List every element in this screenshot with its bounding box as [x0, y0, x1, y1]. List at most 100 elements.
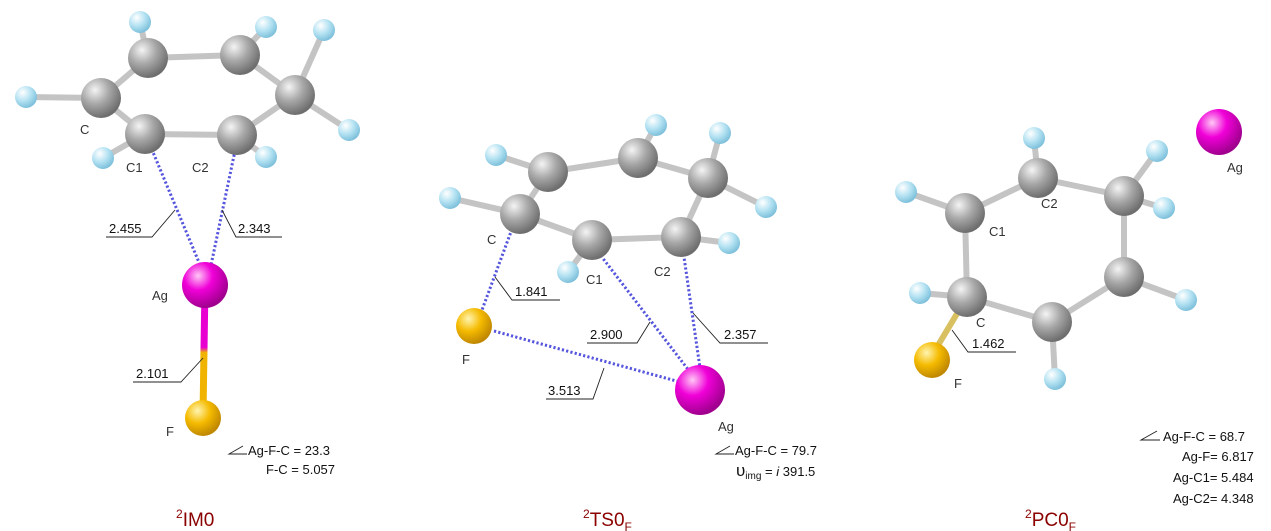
atom-labels: C1 C2 C F Ag	[954, 160, 1243, 391]
carbon-atom	[500, 194, 540, 234]
carbon-atom	[661, 217, 701, 257]
label-c: C	[487, 232, 496, 247]
atom-labels: C C1 C2 Ag F	[80, 122, 209, 439]
hydrogen-atom	[255, 16, 277, 38]
carbon-atom	[947, 277, 987, 317]
label-c2: C2	[192, 160, 209, 175]
distance-labels: 1.841 2.900 2.357 3.513	[494, 276, 768, 400]
hydrogen-atom	[1146, 140, 1168, 162]
distance-labels: 2.455 2.343 2.101	[106, 209, 282, 383]
hydrogen-atom	[15, 86, 37, 108]
silver-atom	[182, 262, 228, 308]
info-block: Ag-F-C = 68.7 Ag-F= 6.817 Ag-C1= 5.484 A…	[1139, 429, 1254, 506]
carbon-atom	[688, 158, 728, 198]
angle-icon	[227, 445, 247, 455]
label-c1: C1	[126, 160, 143, 175]
distance-ag-f: 2.101	[136, 366, 169, 381]
structure-title: 2PC0F	[1025, 507, 1076, 531]
distance-ag-c1: 2.455	[109, 221, 142, 236]
carbon-atom	[275, 75, 315, 115]
carbon-atom	[945, 193, 985, 233]
info-f-c: F-C = 5.057	[266, 462, 335, 477]
carbon-atom	[572, 220, 612, 260]
carbon-atom	[618, 138, 658, 178]
structure-title: 2TS0F	[583, 507, 632, 531]
carbon-atom	[1032, 302, 1072, 342]
structure-im0: C C1 C2 Ag F 2.455 2.343 2.101 Ag-F-C = …	[15, 11, 360, 531]
label-f: F	[954, 376, 962, 391]
distance-ag-c2: 2.357	[724, 327, 757, 342]
atoms	[439, 114, 777, 415]
carbon-atom	[1018, 158, 1058, 198]
hydrogen-atom	[645, 114, 667, 136]
structure-pc0: C1 C2 C F Ag 1.462 Ag-F-C = 68.7 Ag-F= 6…	[895, 109, 1254, 531]
structure-title: 2IM0	[176, 507, 214, 531]
label-c1: C1	[586, 272, 603, 287]
carbon-atom	[81, 78, 121, 118]
silver-atom	[1196, 109, 1242, 155]
interaction-lines	[480, 228, 702, 384]
hydrogen-atom	[557, 261, 579, 283]
distance-c-f: 1.841	[515, 284, 548, 299]
distance-c-f: 1.462	[972, 336, 1005, 351]
distance-ag-c1: 2.900	[590, 327, 623, 342]
interaction-lines	[148, 144, 238, 273]
info-ag-f: Ag-F= 6.817	[1182, 449, 1254, 464]
angle-icon	[1139, 430, 1160, 441]
info-ag-c2: Ag-C2= 4.348	[1173, 491, 1254, 506]
carbon-atom	[217, 115, 257, 155]
label-f: F	[166, 424, 174, 439]
angle-icon	[714, 445, 734, 455]
label-f: F	[462, 352, 470, 367]
fluorine-atom	[456, 308, 492, 344]
imaginary-frequency: υimg = i 391.5	[736, 461, 815, 482]
hydrogen-atom	[485, 144, 507, 166]
hydrogen-atom	[255, 146, 277, 168]
hydrogen-atom	[909, 282, 931, 304]
info-angle: Ag-F-C = 68.7	[1163, 429, 1245, 444]
hydrogen-atom	[1175, 289, 1197, 311]
hydrogen-atom	[718, 232, 740, 254]
atoms	[895, 109, 1242, 390]
fluorine-atom	[185, 400, 221, 436]
info-block: Ag-F-C = 79.7 υimg = i 391.5	[714, 443, 817, 482]
label-ag: Ag	[152, 288, 168, 303]
atoms	[15, 11, 360, 436]
label-ag: Ag	[1227, 160, 1243, 175]
info-angle: Ag-F-C = 23.3	[248, 443, 330, 458]
hydrogen-atom	[1023, 127, 1045, 149]
carbon-atom	[528, 152, 568, 192]
label-c: C	[80, 122, 89, 137]
hydrogen-atom	[755, 196, 777, 218]
hydrogen-atom	[313, 19, 335, 41]
carbon-atom	[220, 35, 260, 75]
hydrogen-atom	[338, 119, 360, 141]
distance-ag-c2: 2.343	[238, 221, 271, 236]
label-c1: C1	[989, 224, 1006, 239]
label-ag: Ag	[718, 419, 734, 434]
atom-labels: C C1 C2 F Ag	[462, 232, 734, 434]
structure-ts0: C C1 C2 F Ag 1.841 2.900 2.357 3.513 Ag-…	[439, 114, 817, 531]
distance-ag-f: 3.513	[548, 383, 581, 398]
label-c2: C2	[654, 264, 671, 279]
carbon-atom	[125, 114, 165, 154]
hydrogen-atom	[92, 147, 114, 169]
hydrogen-atom	[895, 181, 917, 203]
hydrogen-atom	[709, 122, 731, 144]
carbon-atom	[1104, 176, 1144, 216]
carbon-atom	[1104, 257, 1144, 297]
distance-labels: 1.462	[951, 329, 1016, 353]
info-angle: Ag-F-C = 79.7	[735, 443, 817, 458]
hydrogen-atom	[129, 11, 151, 33]
hydrogen-atom	[439, 187, 461, 209]
carbon-atom	[128, 38, 168, 78]
hydrogen-atom	[1044, 368, 1066, 390]
hydrogen-atom	[1153, 197, 1175, 219]
fluorine-atom	[914, 342, 950, 378]
silver-atom	[675, 365, 725, 415]
label-c2: C2	[1041, 196, 1058, 211]
label-c: C	[976, 315, 985, 330]
info-ag-c1: Ag-C1= 5.484	[1173, 470, 1254, 485]
info-block: Ag-F-C = 23.3 F-C = 5.057	[227, 443, 335, 477]
